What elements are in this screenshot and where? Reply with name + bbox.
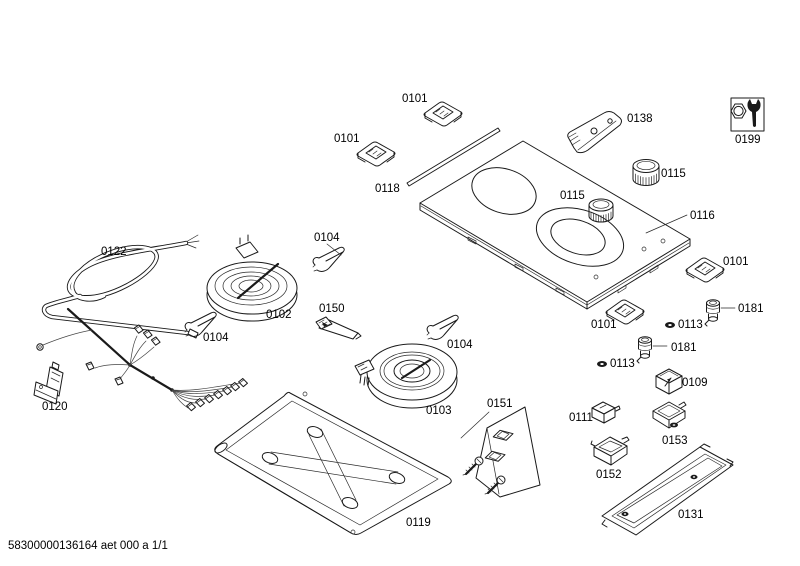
part-label-0104-top: 0104 (314, 232, 340, 244)
part-label-0152: 0152 (596, 469, 622, 481)
plug-upper-drawing (704, 299, 720, 327)
top-clip-drawing (423, 101, 463, 127)
screw-icon (484, 475, 506, 495)
part-label-0131: 0131 (678, 509, 704, 521)
clamp-box-drawing (655, 368, 683, 395)
part-label-0153: 0153 (662, 435, 688, 447)
part-label-0119: 0119 (406, 517, 431, 529)
part-label-0101-top: 0101 (402, 93, 428, 105)
washer-upper-drawing (665, 322, 675, 328)
part-label-0115-fitted: 0115 (560, 190, 585, 202)
wrench-icon (747, 99, 761, 127)
mount-bracket-drawing (567, 111, 622, 154)
part-label-0150: 0150 (319, 303, 345, 315)
leader-lines (326, 214, 736, 439)
terminal-block-drawing (33, 361, 64, 405)
support-tray-drawing (601, 443, 734, 536)
part-label-0151: 0151 (487, 398, 513, 410)
part-label-0138: 0138 (627, 113, 653, 125)
part-label-0181-lower: 0181 (671, 342, 697, 354)
fixing-kit-drawing (462, 406, 541, 498)
wire-clip-right-drawing (426, 314, 459, 340)
right-clip-drawing (685, 257, 725, 283)
part-label-0116: 0116 (690, 210, 715, 222)
bottom-pan-drawing (214, 391, 452, 535)
part-label-0113-lower: 0113 (610, 358, 635, 370)
service-tools-box (730, 97, 765, 132)
part-label-0115-loose: 0115 (661, 168, 686, 180)
holder-right-drawing (652, 401, 687, 429)
screw-icon (462, 456, 484, 476)
part-label-0111: 0111 (569, 412, 593, 424)
knob-fitted-drawing (588, 198, 614, 223)
washer-lower-drawing (597, 361, 607, 367)
wire-clip-top-drawing (312, 246, 345, 272)
part-label-0120: 0120 (42, 401, 68, 413)
wiring-harness-drawing (36, 307, 248, 412)
element-dual-drawing (354, 343, 458, 409)
part-label-0113-upper: 0113 (678, 319, 703, 331)
wire-clip-left-drawing (184, 311, 217, 337)
knob-loose-drawing (632, 159, 660, 186)
holder-left-drawing (590, 436, 630, 466)
part-label-0103: 0103 (426, 405, 452, 417)
part-label-0101-bottom: 0101 (591, 319, 617, 331)
fixing-bracket-drawing (315, 316, 362, 340)
element-single-drawing (206, 234, 298, 322)
left-clip-drawing (356, 141, 396, 167)
part-label-0101-right: 0101 (723, 256, 749, 268)
part-label-0199: 0199 (735, 134, 761, 146)
document-code: 58300000136164 aet 000 a 1/1 (8, 540, 168, 552)
part-label-0122: 0122 (101, 246, 127, 258)
hob-top-drawing (419, 140, 691, 310)
part-label-0118: 0118 (375, 183, 400, 195)
mains-cable-drawing (41, 234, 200, 339)
box-small-drawing (591, 401, 621, 424)
part-label-0181-upper: 0181 (738, 303, 764, 315)
nut-icon (730, 103, 747, 119)
plug-lower-drawing (636, 336, 652, 364)
part-label-0101-left: 0101 (334, 133, 360, 145)
part-label-0102: 0102 (266, 309, 292, 321)
part-label-0109: 0109 (682, 377, 708, 389)
trim-strip-drawing (406, 127, 501, 187)
part-label-0104-left: 0104 (203, 332, 229, 344)
part-label-0104-right: 0104 (447, 339, 473, 351)
bottom-clip-drawing (605, 299, 645, 325)
